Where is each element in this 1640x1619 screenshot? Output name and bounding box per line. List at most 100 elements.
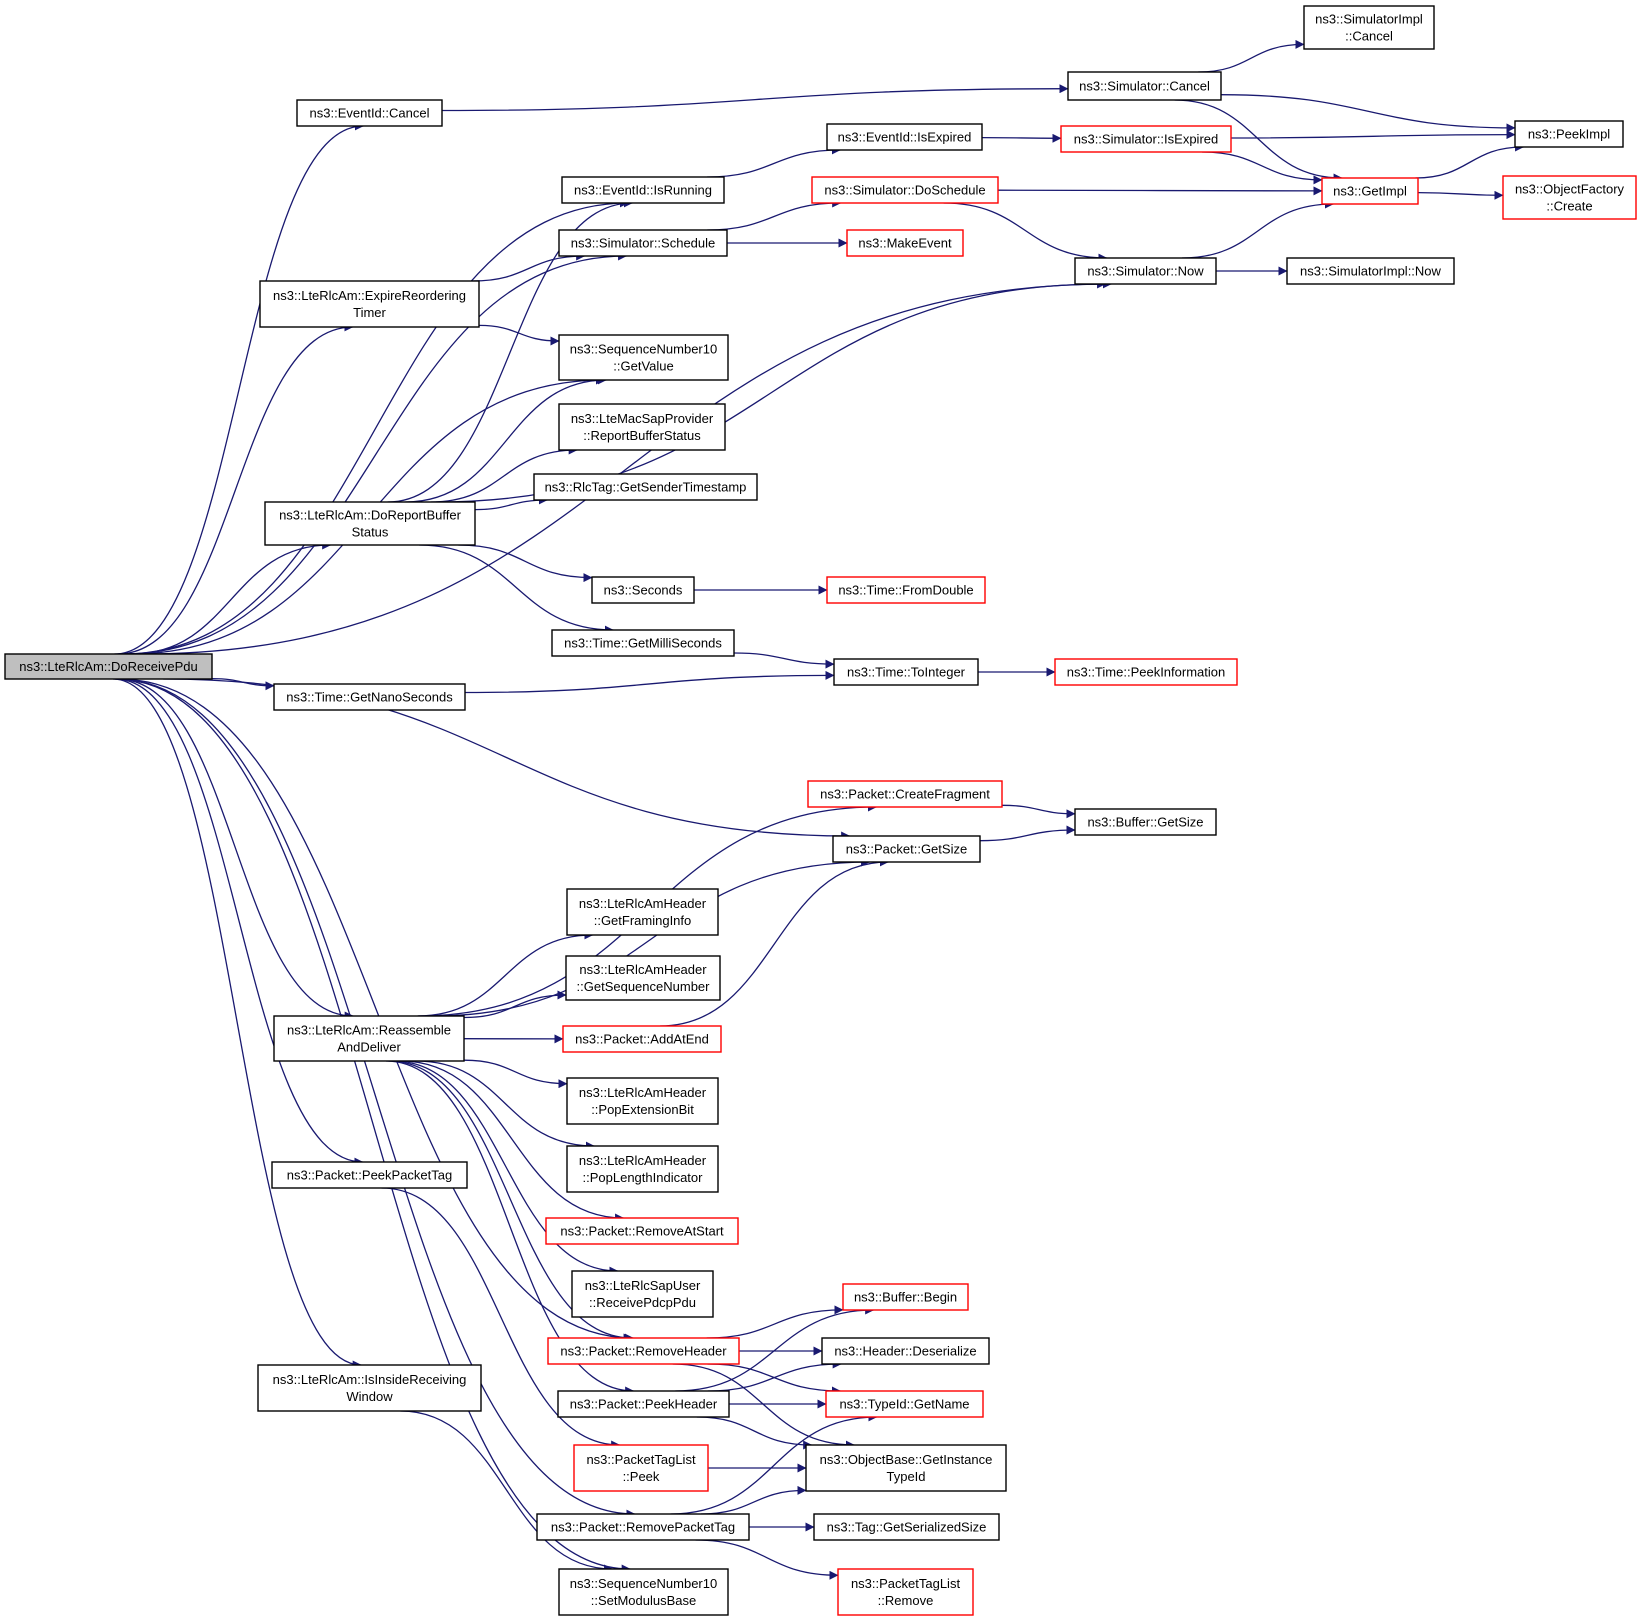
node-mac-report[interactable]: ns3::LteMacSapProvider::ReportBufferStat… xyxy=(558,403,726,451)
node-box[interactable] xyxy=(259,280,480,328)
node-box[interactable] xyxy=(273,683,466,711)
node-box[interactable] xyxy=(591,576,695,604)
node-box[interactable] xyxy=(1514,120,1624,148)
node-box[interactable] xyxy=(826,576,986,604)
node-eid-cancel[interactable]: ns3::EventId::Cancel xyxy=(296,99,443,127)
node-box[interactable] xyxy=(257,1364,482,1412)
node-tag-serialsize[interactable]: ns3::Tag::GetSerializedSize xyxy=(813,1513,1000,1541)
node-box[interactable] xyxy=(842,1283,969,1311)
node-box[interactable] xyxy=(1074,257,1217,285)
node-simimpl-now[interactable]: ns3::SimulatorImpl::Now xyxy=(1286,257,1455,285)
node-makeevent[interactable]: ns3::MakeEvent xyxy=(846,229,964,257)
node-box[interactable] xyxy=(566,888,719,936)
node-box[interactable] xyxy=(846,229,964,257)
node-box[interactable] xyxy=(557,1390,730,1418)
node-box[interactable] xyxy=(833,658,979,686)
node-pkt-removeheader[interactable]: ns3::Packet::RemoveHeader xyxy=(547,1337,740,1365)
node-box[interactable] xyxy=(558,334,729,381)
node-box[interactable] xyxy=(825,1390,984,1418)
node-hdr-popext[interactable]: ns3::LteRlcAmHeader::PopExtensionBit xyxy=(566,1077,719,1125)
node-box[interactable] xyxy=(1502,175,1637,220)
node-pkt-removepackettag[interactable]: ns3::Packet::RemovePacketTag xyxy=(536,1513,750,1541)
node-seconds[interactable]: ns3::Seconds xyxy=(591,576,695,604)
node-box[interactable] xyxy=(271,1161,468,1189)
node-box[interactable] xyxy=(547,1337,740,1365)
node-box[interactable] xyxy=(573,1444,709,1492)
node-peekimpl[interactable]: ns3::PeekImpl xyxy=(1514,120,1624,148)
node-box[interactable] xyxy=(571,1270,714,1318)
node-box[interactable] xyxy=(558,1568,729,1616)
node-time-milli[interactable]: ns3::Time::GetMilliSeconds xyxy=(551,629,735,657)
node-box[interactable] xyxy=(807,780,1003,808)
node-box[interactable] xyxy=(832,835,981,863)
node-getimpl[interactable]: ns3::GetImpl xyxy=(1321,177,1419,205)
node-box[interactable] xyxy=(805,1444,1007,1492)
node-box[interactable] xyxy=(273,1015,465,1062)
node-pkt-removeatstart[interactable]: ns3::Packet::RemoveAtStart xyxy=(545,1217,739,1245)
node-box[interactable] xyxy=(826,123,983,151)
node-hdr-deserialize[interactable]: ns3::Header::Deserialize xyxy=(821,1337,990,1365)
node-box[interactable] xyxy=(566,1145,719,1193)
node-eid-isexpired[interactable]: ns3::EventId::IsExpired xyxy=(826,123,983,151)
node-sim-schedule[interactable]: ns3::Simulator::Schedule xyxy=(558,229,728,257)
node-time-fromdouble[interactable]: ns3::Time::FromDouble xyxy=(826,576,986,604)
node-box[interactable] xyxy=(821,1337,990,1365)
node-time-peekinfo[interactable]: ns3::Time::PeekInformation xyxy=(1054,658,1238,686)
node-box[interactable] xyxy=(837,1568,974,1616)
node-sim-now[interactable]: ns3::Simulator::Now xyxy=(1074,257,1217,285)
node-box[interactable] xyxy=(1074,808,1217,836)
node-box[interactable] xyxy=(545,1217,739,1245)
node-box[interactable] xyxy=(4,653,213,680)
node-sim-isexpired[interactable]: ns3::Simulator::IsExpired xyxy=(1060,125,1232,153)
node-pkt-peekpackettag[interactable]: ns3::Packet::PeekPacketTag xyxy=(271,1161,468,1189)
node-seq-getvalue[interactable]: ns3::SequenceNumber10::GetValue xyxy=(558,334,729,381)
node-box[interactable] xyxy=(551,629,735,657)
node-pkt-addatend[interactable]: ns3::Packet::AddAtEnd xyxy=(562,1025,722,1053)
node-pkt-peekheader[interactable]: ns3::Packet::PeekHeader xyxy=(557,1390,730,1418)
node-simimpl-cancel[interactable]: ns3::SimulatorImpl::Cancel xyxy=(1303,5,1435,50)
node-box[interactable] xyxy=(1303,5,1435,50)
node-typeid-getname[interactable]: ns3::TypeId::GetName xyxy=(825,1390,984,1418)
node-objfactory-create[interactable]: ns3::ObjectFactory::Create xyxy=(1502,175,1637,220)
node-hdr-framing[interactable]: ns3::LteRlcAmHeader::GetFramingInfo xyxy=(566,888,719,936)
node-box[interactable] xyxy=(565,955,721,1001)
node-sim-cancel[interactable]: ns3::Simulator::Cancel xyxy=(1067,71,1222,101)
node-ptl-remove[interactable]: ns3::PacketTagList::Remove xyxy=(837,1568,974,1616)
node-box[interactable] xyxy=(296,99,443,127)
node-buf-getsize[interactable]: ns3::Buffer::GetSize xyxy=(1074,808,1217,836)
node-eid-isrunning[interactable]: ns3::EventId::IsRunning xyxy=(561,176,725,204)
node-box[interactable] xyxy=(558,229,728,257)
node-box[interactable] xyxy=(533,473,758,501)
node-box[interactable] xyxy=(536,1513,750,1541)
node-root[interactable]: ns3::LteRlcAm::DoReceivePdu xyxy=(4,653,213,680)
node-sapuser-receive[interactable]: ns3::LteRlcSapUser::ReceivePdcpPdu xyxy=(571,1270,714,1318)
node-ptl-peek[interactable]: ns3::PacketTagList::Peek xyxy=(573,1444,709,1492)
node-sim-doschedule[interactable]: ns3::Simulator::DoSchedule xyxy=(811,176,999,204)
node-box[interactable] xyxy=(811,176,999,204)
node-hdr-poplen[interactable]: ns3::LteRlcAmHeader::PopLengthIndicator xyxy=(566,1145,719,1193)
node-box[interactable] xyxy=(1054,658,1238,686)
node-time-tointeger[interactable]: ns3::Time::ToInteger xyxy=(833,658,979,686)
node-box[interactable] xyxy=(1321,177,1419,205)
node-rlctag-sender[interactable]: ns3::RlcTag::GetSenderTimestamp xyxy=(533,473,758,501)
node-box[interactable] xyxy=(561,176,725,204)
node-pkt-getsize[interactable]: ns3::Packet::GetSize xyxy=(832,835,981,863)
node-box[interactable] xyxy=(558,403,726,451)
node-buf-begin[interactable]: ns3::Buffer::Begin xyxy=(842,1283,969,1311)
node-box[interactable] xyxy=(813,1513,1000,1541)
node-hdr-seqnum[interactable]: ns3::LteRlcAmHeader::GetSequenceNumber xyxy=(565,955,721,1001)
node-box[interactable] xyxy=(1067,71,1222,101)
node-time-nano[interactable]: ns3::Time::GetNanoSeconds xyxy=(273,683,466,711)
node-box[interactable] xyxy=(1060,125,1232,153)
node-box[interactable] xyxy=(562,1025,722,1053)
node-box[interactable] xyxy=(566,1077,719,1125)
node-box[interactable] xyxy=(1286,257,1455,285)
node-box[interactable] xyxy=(264,501,476,546)
node-seq-setmodulus[interactable]: ns3::SequenceNumber10::SetModulusBase xyxy=(558,1568,729,1616)
node-pkt-createfrag[interactable]: ns3::Packet::CreateFragment xyxy=(807,780,1003,808)
